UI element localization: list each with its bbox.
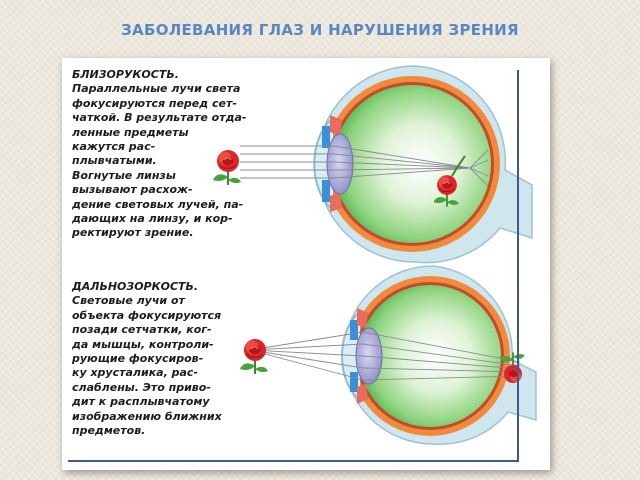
hyperopia-line: дит к расплывчатому xyxy=(72,395,210,409)
myopia-line: вызывают расхож- xyxy=(72,183,193,197)
myopia-line: ленные предметы xyxy=(72,125,189,139)
hyperopia-rays xyxy=(249,331,521,381)
hyperopia-line: Световые лучи от xyxy=(72,294,185,308)
hyperopia-object-rose-icon xyxy=(239,338,269,375)
frame-line-vertical xyxy=(517,70,519,462)
myopia-object-rose-icon xyxy=(212,149,242,186)
hyperopia-line: предметов. xyxy=(72,424,146,438)
myopia-line: дение световых лучей, па- xyxy=(72,197,244,211)
hyperopia-line: изображению ближних xyxy=(72,409,222,423)
myopia-line: плывчатыми. xyxy=(72,154,157,168)
myopia-line: Параллельные лучи света xyxy=(72,82,241,96)
myopia-vitreous xyxy=(333,85,491,243)
hyperopia-iris xyxy=(350,320,358,340)
hyperopia-text: ДАЛЬНОЗОРКОСТЬ. Световые лучи от объекта… xyxy=(72,280,222,438)
hyperopia-eye xyxy=(249,265,537,446)
hyperopia-heading: ДАЛЬНОЗОРКОСТЬ. xyxy=(72,280,199,293)
myopia-iris xyxy=(322,126,330,148)
myopia-line: кажутся рас- xyxy=(72,140,156,154)
hyperopia-line: слаблены. Это приво- xyxy=(72,380,211,394)
myopia-text: БЛИЗОРУКОСТЬ. Параллельные лучи света фо… xyxy=(72,68,246,241)
myopia-lens xyxy=(326,133,354,195)
hyperopia-line: объекта фокусируются xyxy=(72,308,222,322)
hyperopia-vitreous xyxy=(359,285,501,427)
myopia-line: дающих на линзу, и кор- xyxy=(72,212,233,226)
myopia-heading: БЛИЗОРУКОСТЬ. xyxy=(72,68,179,81)
myopia-eye xyxy=(240,65,533,264)
myopia-line: Вогнутые линзы xyxy=(72,168,176,182)
myopia-line: чаткой. В результате отда- xyxy=(72,111,247,125)
hyperopia-line: ку хрусталика, рас- xyxy=(72,366,198,380)
myopia-line: фокусируются перед сет- xyxy=(72,96,237,110)
hyperopia-line: да мышцы, контроли- xyxy=(72,337,214,351)
frame-line-horizontal xyxy=(68,460,518,462)
myopia-line: ректируют зрение. xyxy=(72,226,194,240)
hyperopia-line: рующие фокусиров- xyxy=(72,352,204,366)
page-title: ЗАБОЛЕВАНИЯ ГЛАЗ И НАРУШЕНИЯ ЗРЕНИЯ xyxy=(121,21,519,39)
hyperopia-line: позади сетчатки, ког- xyxy=(72,323,212,337)
myopia-rays xyxy=(240,145,489,187)
